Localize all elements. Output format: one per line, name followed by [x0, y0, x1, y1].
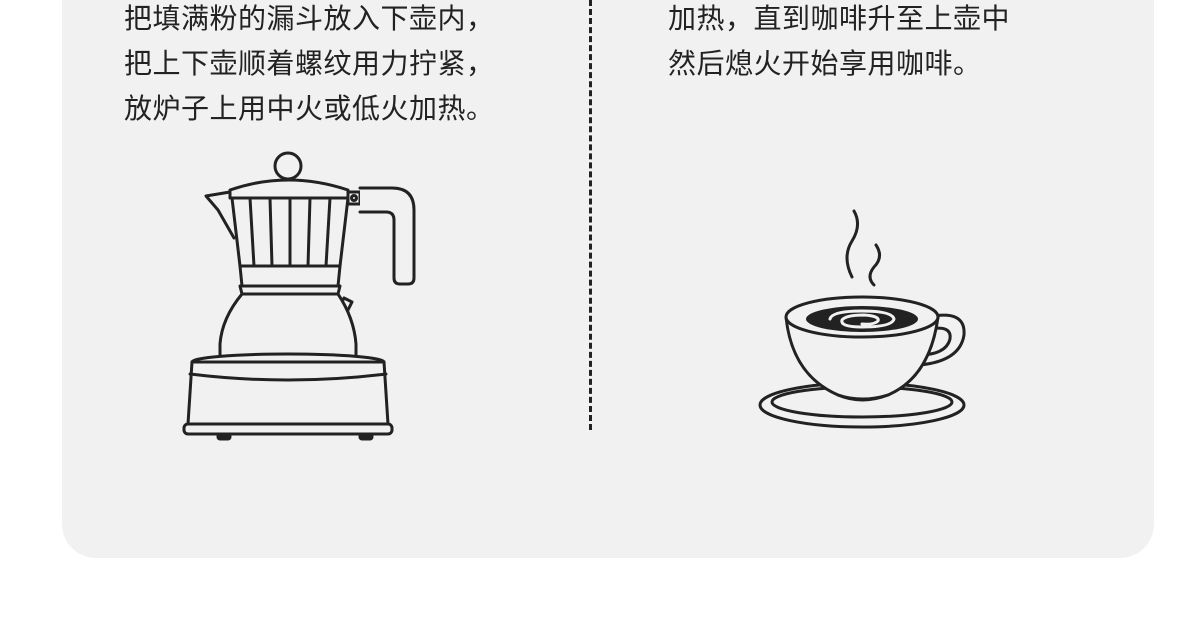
coffee-cup-icon — [752, 205, 972, 435]
dashed-divider — [589, 0, 592, 430]
moka-pot-on-stove-icon — [178, 148, 418, 448]
step-left-line-2: 把上下壶顺着螺纹用力拧紧， — [124, 47, 495, 80]
step-right-line-2: 然后熄火开始享用咖啡。 — [668, 47, 982, 80]
step-left-line-3: 放炉子上用中火或低火加热。 — [124, 92, 495, 125]
step-right-instructions: 加热，直到咖啡升至上壶中 然后熄火开始享用咖啡。 — [668, 0, 1010, 86]
step-left-line-1: 把填满粉的漏斗放入下壶内， — [124, 2, 495, 35]
step-left-instructions: 把填满粉的漏斗放入下壶内， 把上下壶顺着螺纹用力拧紧， 放炉子上用中火或低火加热… — [124, 0, 495, 131]
step-right-line-1: 加热，直到咖啡升至上壶中 — [668, 2, 1011, 35]
